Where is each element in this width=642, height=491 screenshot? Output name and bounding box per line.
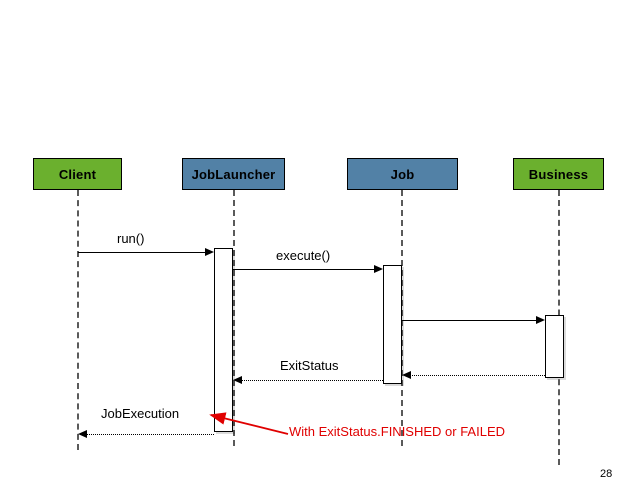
message-line-exitstatus — [241, 380, 383, 381]
lifeline-joblauncher — [233, 190, 235, 446]
participant-label: Client — [58, 166, 97, 182]
message-label-run: run() — [117, 231, 145, 246]
participant-job[interactable]: Job — [347, 158, 458, 190]
message-line-business-return — [410, 375, 545, 376]
page-number: 28 — [600, 468, 613, 480]
message-line-job-to-business — [402, 320, 537, 321]
lifeline-client — [77, 190, 79, 450]
message-arrowhead-business-return — [402, 371, 411, 379]
message-arrowhead-jobexecution — [78, 430, 87, 438]
participant-joblauncher[interactable]: JobLauncher — [182, 158, 285, 190]
message-line-execute — [233, 269, 375, 270]
activation-joblauncher — [214, 248, 233, 432]
message-arrowhead-run — [205, 248, 214, 256]
annotation-label: With ExitStatus.FINISHED or FAILED — [289, 424, 505, 439]
participant-business[interactable]: Business — [513, 158, 604, 190]
activation-job — [383, 265, 402, 384]
message-label-jobexecution: JobExecution — [101, 406, 180, 421]
message-line-run — [78, 252, 206, 253]
participant-label: JobLauncher — [191, 166, 276, 182]
participant-client[interactable]: Client — [33, 158, 122, 190]
message-label-execute: execute() — [276, 248, 331, 263]
participant-label: Job — [390, 166, 415, 182]
message-arrowhead-job-to-business — [536, 316, 545, 324]
message-line-jobexecution — [86, 434, 214, 435]
message-label-exitstatus: ExitStatus — [280, 358, 339, 373]
lifeline-job — [401, 190, 403, 446]
participant-label: Business — [528, 166, 589, 182]
message-arrowhead-execute — [374, 265, 383, 273]
activation-business — [545, 315, 564, 378]
message-arrowhead-exitstatus — [233, 376, 242, 384]
